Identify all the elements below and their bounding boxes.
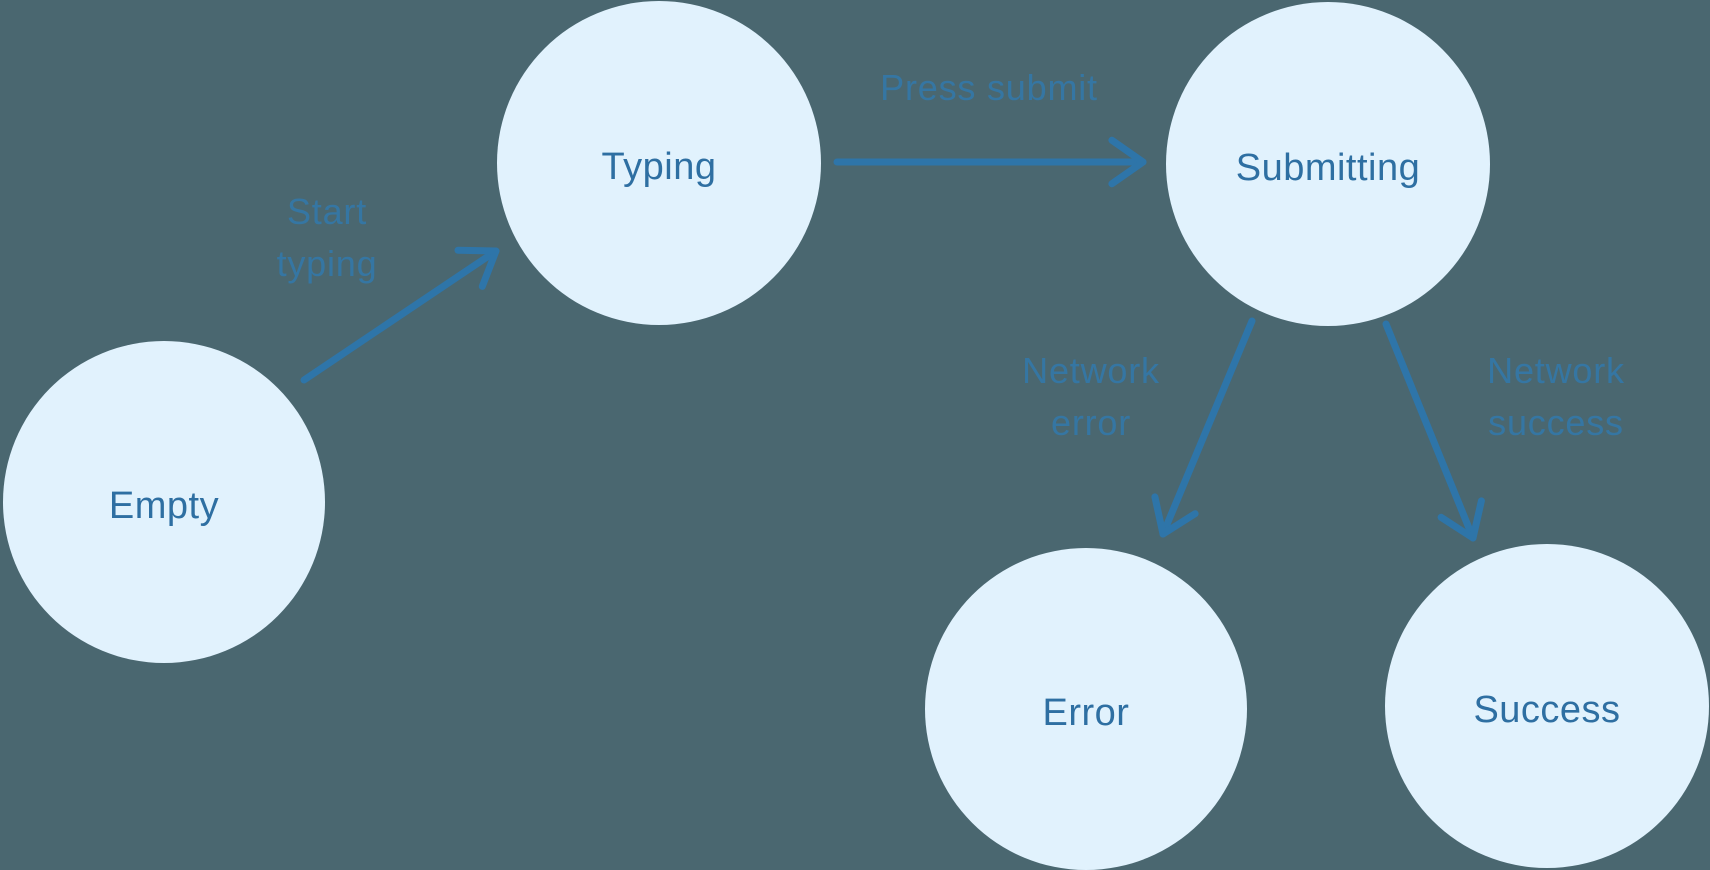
state-node-success: Success: [1385, 544, 1709, 868]
state-node-error: Error: [925, 548, 1247, 870]
state-node-label-success: Success: [1473, 688, 1621, 731]
edge-network-success-arrowhead: [1437, 497, 1485, 542]
state-node-empty: Empty: [3, 341, 325, 663]
state-node-label-typing: Typing: [601, 145, 717, 188]
state-node-submitting: Submitting: [1166, 2, 1490, 326]
edge-label-start-typing: Start typing: [276, 191, 378, 284]
edge-label-network-error: Network error: [1022, 350, 1160, 443]
edge-start-typing-arrowhead: [454, 246, 500, 290]
state-node-label-error: Error: [1042, 691, 1130, 734]
edge-network-error-arrowhead: [1151, 493, 1199, 538]
edge-press-submit-arrowhead: [1108, 136, 1147, 188]
edge-network-error-line: [1159, 317, 1256, 538]
state-node-label-submitting: Submitting: [1235, 146, 1421, 189]
edge-label-network-success: Network success: [1487, 350, 1625, 443]
edge-start-typing-line: [300, 247, 500, 384]
state-node-typing: Typing: [497, 1, 821, 325]
edge-network-success-line: [1382, 320, 1477, 542]
edge-label-press-submit: Press submit: [880, 67, 1098, 109]
state-node-label-empty: Empty: [108, 484, 220, 527]
